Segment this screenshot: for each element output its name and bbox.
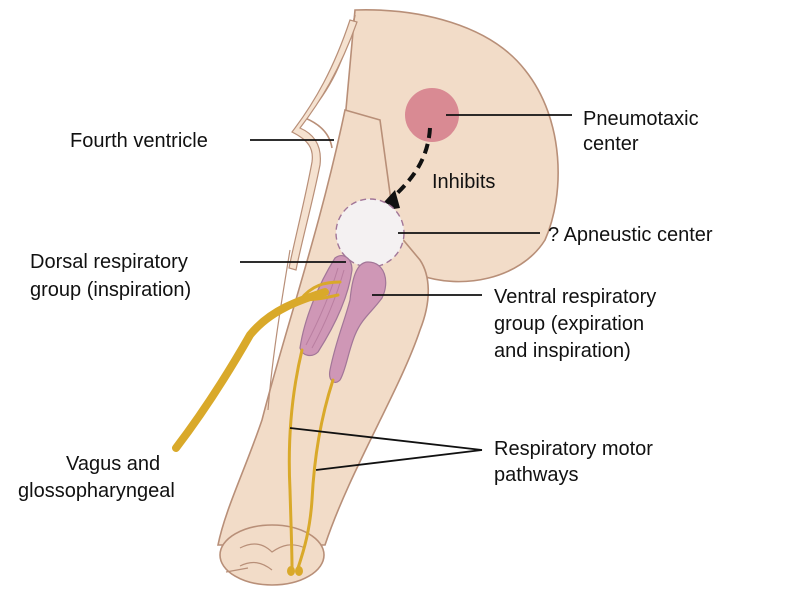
ventral-label-line2: group (expiration <box>494 313 644 335</box>
ventral-label-line3: and inspiration) <box>494 340 631 362</box>
pneumotaxic-center <box>405 88 459 142</box>
labels: Fourth ventricle Pneumotaxic center Inhi… <box>18 108 713 502</box>
motor-terminal-1 <box>287 566 295 576</box>
inhibits-arrow <box>388 127 432 202</box>
pneumotaxic-label-line1: Pneumotaxic <box>583 108 699 130</box>
spinal-cord-inner-detail <box>225 543 306 573</box>
dorsal-group-striations <box>305 267 345 349</box>
motor-terminal-2 <box>295 566 303 576</box>
ventral-respiratory-group <box>329 261 387 383</box>
nerve-branch-upper <box>298 280 342 302</box>
motor-leader-1 <box>289 427 483 451</box>
motor-label-line2: pathways <box>494 464 579 486</box>
vagus-glossopharyngeal-nerve <box>172 288 329 452</box>
medulla-inner-line <box>267 249 291 411</box>
apneustic-label: ? Apneustic center <box>548 224 713 246</box>
inhibits-label: Inhibits <box>432 171 495 193</box>
leader-lines <box>240 114 572 471</box>
ventral-label-line1: Ventral respiratory <box>494 286 656 308</box>
dorsal-label-line1: Dorsal respiratory <box>30 251 188 273</box>
motor-pathway-dorsal <box>287 348 304 570</box>
motor-pathway-ventral <box>296 378 335 570</box>
dorsal-label-line2: group (inspiration) <box>30 279 191 301</box>
motor-label-line1: Respiratory motor <box>494 438 653 460</box>
vagus-label-line1: Vagus and <box>66 453 160 475</box>
fourth-ventricle-label: Fourth ventricle <box>70 130 208 152</box>
fourth-ventricle-strip <box>288 19 358 271</box>
pneumotaxic-label-line2: center <box>583 133 639 155</box>
vagus-label-line2: glossopharyngeal <box>18 480 175 502</box>
nerves <box>172 280 342 570</box>
nerve-branch-lower <box>298 293 340 302</box>
motor-leader-2 <box>315 449 483 471</box>
